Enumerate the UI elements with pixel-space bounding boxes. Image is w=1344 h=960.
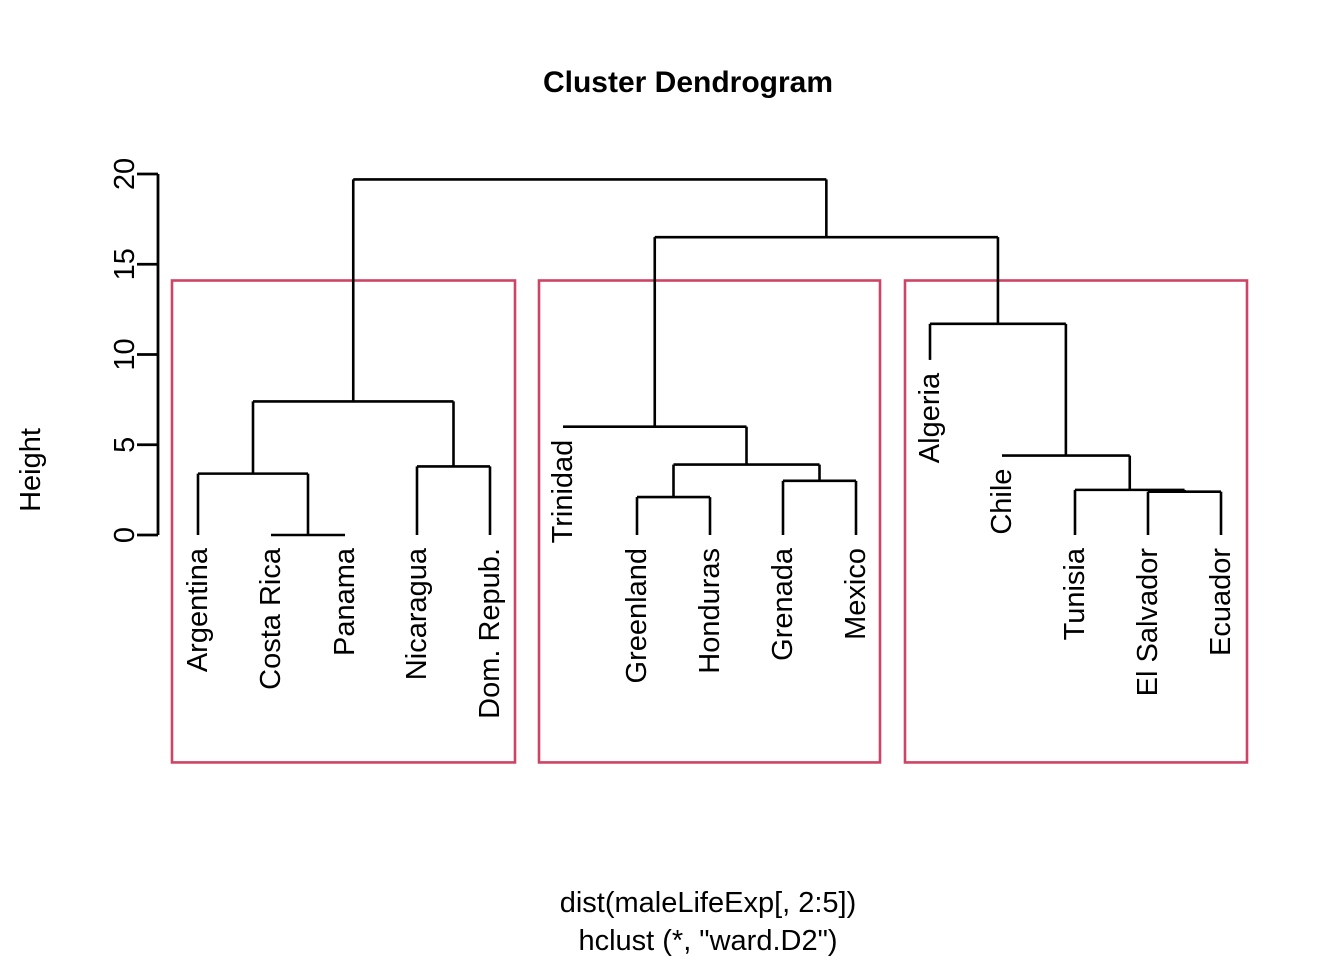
leaf-label: Argentina bbox=[182, 547, 214, 672]
leaf-label: Costa Rica bbox=[255, 547, 287, 690]
leaf-label: Dom. Repub. bbox=[474, 548, 506, 719]
y-axis-tick-label: 0 bbox=[109, 527, 141, 543]
cluster-box-2 bbox=[537, 279, 882, 764]
caption-line: hclust (*, "ward.D2") bbox=[578, 925, 837, 957]
y-axis-tick-label: 10 bbox=[109, 338, 141, 370]
cluster-box-1 bbox=[170, 279, 517, 764]
caption-line: dist(maleLifeExp[, 2:5]) bbox=[560, 887, 857, 919]
y-axis: 0 5 10 15 20 bbox=[109, 158, 160, 543]
leaf-label: Chile bbox=[986, 469, 1018, 535]
dendrogram-branches bbox=[196, 178, 1223, 537]
leaf-label: Panama bbox=[329, 547, 361, 656]
leaf-label: Algeria bbox=[914, 372, 946, 463]
y-axis-tick-label: 5 bbox=[109, 437, 141, 453]
leaf-label: Mexico bbox=[840, 548, 872, 640]
y-axis-tick-label: 20 bbox=[109, 158, 141, 190]
y-axis-tick-label: 15 bbox=[109, 248, 141, 280]
leaf-labels: Argentina Costa Rica Panama Nicaragua Dom. R… bbox=[182, 372, 1237, 719]
cluster-boxes bbox=[170, 279, 1249, 764]
plot-caption: dist(maleLifeExp[, 2:5]) hclust (*, "ward… bbox=[560, 887, 857, 957]
page-title: Cluster Dendrogram bbox=[543, 66, 833, 99]
leaf-label: Trinidad bbox=[547, 440, 579, 544]
y-axis-title: Height bbox=[15, 428, 47, 512]
leaf-label: Nicaragua bbox=[401, 547, 433, 680]
leaf-label: Ecuador bbox=[1205, 548, 1237, 656]
leaf-label: Grenada bbox=[767, 547, 799, 661]
leaf-label: Tunisia bbox=[1059, 547, 1091, 640]
cluster-box-3 bbox=[903, 279, 1249, 764]
leaf-label: El Salvador bbox=[1132, 548, 1164, 697]
leaf-label: Greenland bbox=[621, 548, 653, 683]
leaf-label: Honduras bbox=[694, 548, 726, 674]
